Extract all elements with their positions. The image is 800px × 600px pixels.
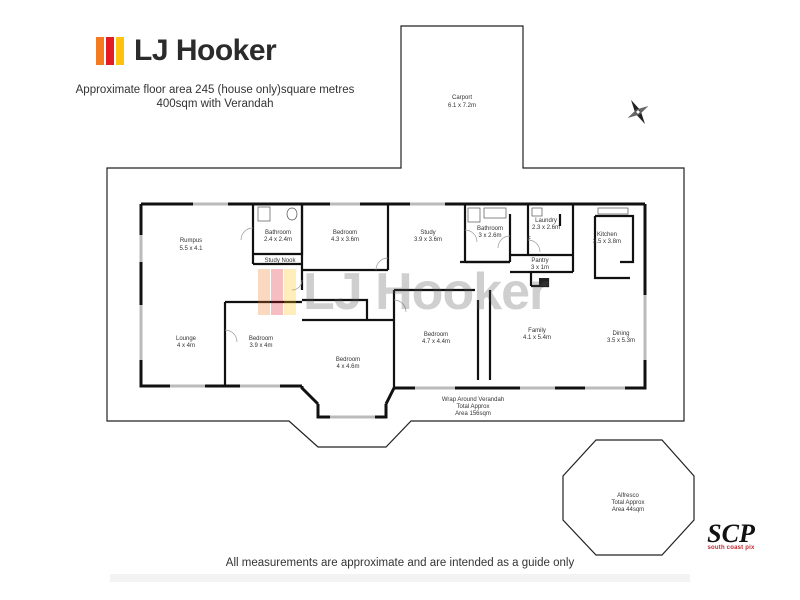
rumpus-size: 5.5 x 4.1 [179,246,203,252]
bathroom-1-name: Bathroom [265,230,291,236]
dining-name: Dining [612,331,629,337]
verandah-area: Area 156sqm [455,411,491,417]
floor-area-line-2: 400sqm with Verandah [156,98,274,110]
south-coast-pix-logo: SCP south coast pix [700,519,762,552]
floor-area-note: Approximate floor area 245 (house only)s… [55,83,375,111]
lounge-name: Lounge [176,336,197,342]
dining-size: 3.5 x 5.3m [607,338,635,344]
bathroom-2-name: Bathroom [477,226,503,232]
interior-walls [223,204,635,388]
bedroom-3-name: Bedroom [336,357,360,363]
lounge-size: 4 x 4m [177,343,195,349]
footer-band [110,574,690,582]
kitchen-name: Kitchen [597,232,617,238]
laundry-size: 2.3 x 2.6m [532,225,560,231]
bedroom-2-size: 3.9 x 4m [249,343,272,349]
measurement-disclaimer: All measurements are approximate and are… [225,557,575,569]
scp-logo-text: SCP [707,519,755,548]
alfresco-area: Area 44sqm [612,507,644,513]
bedroom-4-name: Bedroom [424,332,448,338]
verandah-name: Wrap Around Verandah [442,397,504,403]
carport-size: 6.1 x 7.2m [448,103,476,109]
pantry-name: Pantry [531,258,548,264]
logo-wordmark: LJ Hooker [134,34,277,67]
laundry-name: Laundry [535,218,557,224]
fridge-mark: F [527,237,531,243]
logo-bars-icon [96,37,126,65]
bathroom-fixtures [257,206,629,223]
bathroom-1-size: 2.4 x 2.4m [264,237,292,243]
compass-rose-icon [627,99,649,125]
windows [139,202,647,419]
family-name: Family [528,328,546,334]
door-swings [224,227,541,343]
family-size: 4.1 x 5.4m [523,335,551,341]
scp-tagline: south coast pix [707,545,755,551]
study-name: Study [420,230,435,236]
study-nook-name: Study Nook [264,258,296,264]
lj-hooker-watermark: LJ Hooker [258,262,549,322]
fireplace [539,278,549,286]
bedroom-4-size: 4.7 x 4.4m [422,339,450,345]
bedroom-3-size: 4 x 4.6m [336,364,359,370]
study-size: 3.9 x 3.6m [414,237,442,243]
bedroom-1-size: 4.3 x 3.6m [331,237,359,243]
floor-area-line-1: Approximate floor area 245 (house only)s… [75,84,355,96]
watermark-wordmark: LJ Hooker [303,263,549,321]
verandah-line-2: Total Approx [456,404,489,410]
rumpus-name: Rumpus [180,238,202,244]
lj-hooker-logo: LJ Hooker [96,34,277,68]
bedroom-2-name: Bedroom [249,336,273,342]
room-labels: Carport 6.1 x 7.2m Rumpus 5.5 x 4.1 Bath… [176,95,645,513]
bathroom-2-size: 3 x 2.6m [478,233,501,239]
bedroom-1-name: Bedroom [333,230,357,236]
pantry-size: 3 x 1m [531,265,549,271]
alfresco-outline [562,439,695,556]
carport-name: Carport [452,95,472,101]
verandah-outline [106,25,685,448]
alfresco-line-2: Total Approx [611,500,644,506]
kitchen-size: 3.5 x 3.8m [593,239,621,245]
alfresco-name: Alfresco [617,493,639,499]
watermark-bars-icon [258,269,297,315]
